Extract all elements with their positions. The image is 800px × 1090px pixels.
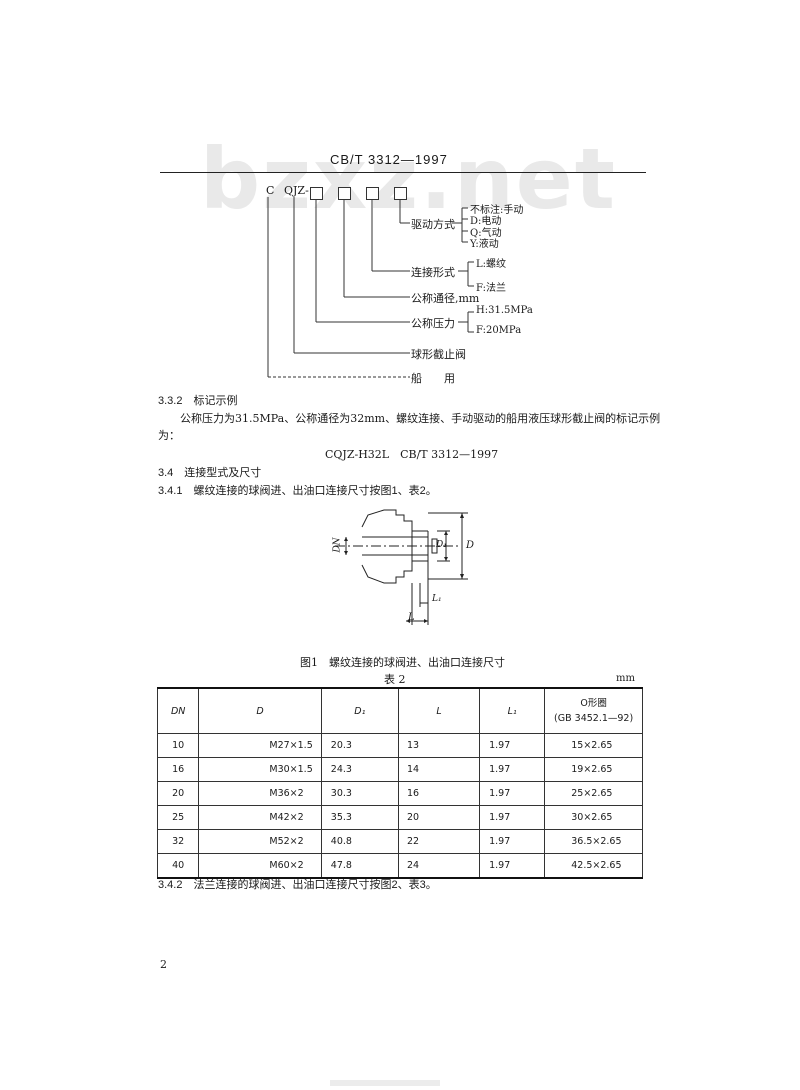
connection-option: L:螺纹 — [476, 259, 507, 270]
connection-option: F:法兰 — [476, 283, 506, 294]
watermark: bzxz.net — [200, 130, 617, 228]
table-cell: 47.8 — [320, 853, 399, 879]
table-cell: 1.97 — [479, 829, 546, 854]
table-cell: M52×2 — [198, 829, 322, 854]
pressure-label: 公称压力 — [411, 317, 455, 330]
table-cell: 36.5×2.65 — [544, 829, 643, 854]
diameter-label: 公称通径,mm — [411, 292, 480, 305]
column-header: L₁ — [479, 687, 546, 734]
table-cell: M42×2 — [198, 805, 322, 830]
table-cell: M60×2 — [198, 853, 322, 879]
drive-option: Q:气动 — [470, 228, 502, 239]
table-cell: 14 — [397, 757, 481, 782]
drive-option: D:电动 — [470, 216, 502, 227]
drive-option: 不标注:手动 — [470, 205, 524, 216]
scan-artifact — [330, 1080, 440, 1086]
section-3-3-2-text: 公称压力为31.5MPa、公称通径为32mm、螺纹连接、手动驱动的船用液压球形截… — [180, 412, 661, 425]
table-cell: 19×2.65 — [544, 757, 643, 782]
column-header: D — [198, 687, 322, 734]
table-cell: 32 — [156, 829, 200, 854]
valve-label: 球形截止阀 — [411, 348, 466, 361]
figure-1-caption: 图1 螺纹连接的球阀进、出油口连接尺寸 — [300, 656, 505, 669]
dim-label-l1: L₁ — [432, 594, 442, 604]
table-cell: M30×1.5 — [198, 757, 322, 782]
column-header: O形圈 — [580, 698, 607, 709]
table-cell: 24.3 — [320, 757, 399, 782]
pressure-option: H:31.5MPa — [476, 305, 533, 316]
table-cell: 30×2.65 — [544, 805, 643, 830]
drive-option: Y:液动 — [470, 239, 499, 250]
table-cell: M27×1.5 — [198, 733, 322, 758]
marking-example: CQJZ-H32L CB/T 3312—1997 — [325, 448, 499, 461]
column-header-o-ring: O形圈 (GB 3452.1—92) — [544, 687, 643, 734]
table-cell: 42.5×2.65 — [544, 853, 643, 879]
table-cell: 20.3 — [320, 733, 399, 758]
header-rule — [160, 172, 646, 173]
table-2-title: 表 2 — [384, 673, 406, 686]
table-cell: 25×2.65 — [544, 781, 643, 806]
table-cell: 35.3 — [320, 805, 399, 830]
dim-label-d1: D₁ — [436, 540, 447, 550]
port-body — [361, 509, 413, 584]
table-cell: 16 — [397, 781, 481, 806]
table-cell: 1.97 — [479, 757, 546, 782]
table-cell: 1.97 — [479, 805, 546, 830]
table-cell: 20 — [397, 805, 481, 830]
table-2-unit: mm — [616, 673, 635, 684]
table-cell: 22 — [397, 829, 481, 854]
table-cell: 30.3 — [320, 781, 399, 806]
section-3-3-2-text-cont: 为： — [158, 429, 180, 442]
code-box-diameter — [338, 187, 351, 200]
code-prefix: C — [266, 184, 275, 197]
column-header: DN — [156, 687, 200, 734]
column-header: L — [397, 687, 481, 734]
table-cell: 15×2.65 — [544, 733, 643, 758]
column-header: D₁ — [320, 687, 399, 734]
section-3-4-2-title: 3.4.2 法兰连接的球阀进、出油口连接尺寸按图2、表3。 — [158, 879, 437, 891]
figure-1-drawing — [335, 509, 468, 625]
drive-label: 驱动方式 — [411, 218, 455, 231]
code-base: QJZ- — [284, 184, 309, 197]
pressure-option: F:20MPa — [476, 325, 522, 336]
dim-label-d: D — [466, 540, 475, 551]
designation-diagram — [267, 197, 474, 378]
page-header-title: CB/T 3312—1997 — [330, 152, 448, 167]
table-header-row: DN D D₁ L L₁ O形圈 (GB 3452.1—92) — [156, 687, 643, 734]
code-box-drive — [394, 187, 407, 200]
table-cell: 10 — [156, 733, 200, 758]
table-cell: 40 — [156, 853, 200, 879]
section-3-4-1-title: 3.4.1 螺纹连接的球阀进、出油口连接尺寸按图1、表2。 — [158, 485, 437, 497]
table-cell: 16 — [156, 757, 200, 782]
table-cell: 20 — [156, 781, 200, 806]
table-cell: 1.97 — [479, 733, 546, 758]
dim-label-l: L — [408, 612, 415, 623]
table-cell: M36×2 — [198, 781, 322, 806]
o-ring-groove — [431, 538, 438, 554]
dim-label-dn: DN — [332, 537, 343, 553]
table-cell: 40.8 — [320, 829, 399, 854]
section-3-3-2-title: 3.3.2 标记示例 — [158, 395, 238, 407]
table-cell: 13 — [397, 733, 481, 758]
code-box-connection — [366, 187, 379, 200]
table-cell: 1.97 — [479, 781, 546, 806]
code-box-pressure — [310, 187, 323, 200]
column-header-standard: (GB 3452.1—92) — [554, 713, 634, 724]
connection-label: 连接形式 — [411, 266, 455, 279]
table-cell: 24 — [397, 853, 481, 879]
page-number: 2 — [160, 958, 167, 971]
table-cell: 25 — [156, 805, 200, 830]
section-3-4-title: 3.4 连接型式及尺寸 — [158, 467, 262, 479]
ship-label: 船 用 — [411, 372, 455, 385]
table-cell: 1.97 — [479, 853, 546, 879]
